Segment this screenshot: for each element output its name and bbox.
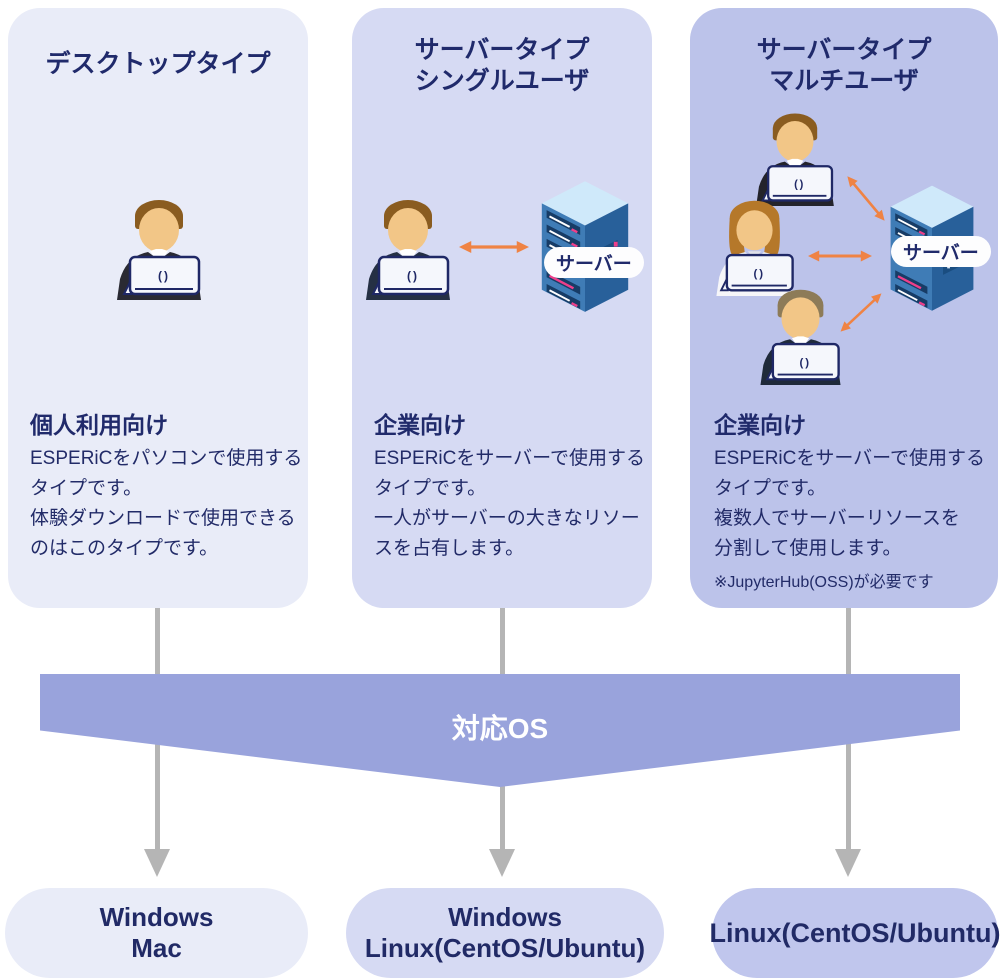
card-description: ESPERiCをパソコンで使用する タイプです。 体験ダウンロードで使用できる … (30, 448, 303, 559)
man-with-laptop-icon: () (748, 284, 853, 385)
card-heading: 個人利用向け (30, 412, 168, 438)
laptop-logo: () (754, 268, 765, 280)
card-description: ESPERiCをサーバーで使用する タイプです。 複数人でサーバーリソースを 分… (714, 448, 986, 559)
double-arrow-icon (459, 239, 529, 255)
supported-os-label: 対応OS (451, 713, 549, 744)
down-arrow-head (489, 849, 515, 877)
server-label: サーバー (891, 236, 991, 267)
os-name: Windows (99, 902, 214, 932)
supported-os-banner: 対応OS (40, 674, 960, 787)
os-name: Linux(CentOS/Ubuntu) (709, 917, 1000, 948)
laptop-logo: () (407, 269, 419, 283)
card-title: サーバータイプ シングルユーザ (352, 35, 652, 97)
card-desktop-type: デスクトップタイプ (8, 8, 308, 608)
server-label: サーバー (544, 247, 644, 278)
os-name: Linux(CentOS/Ubuntu) (364, 933, 646, 963)
card-heading: 企業向け (714, 412, 806, 438)
card-title-line1: サーバータイプ (414, 36, 590, 64)
woman-with-laptop-icon: () (702, 195, 807, 296)
card-title: サーバータイプ マルチユーザ (690, 35, 998, 97)
man-with-laptop-icon: () (353, 194, 463, 300)
card-title-line1: サーバータイプ (756, 36, 932, 64)
card-title: デスクトップタイプ (45, 50, 271, 78)
card-server-single-user: サーバータイプ シングルユーザ (352, 8, 652, 608)
double-arrow-icon (808, 248, 872, 264)
os-pill-server-multi: Linux(CentOS/Ubuntu) (709, 888, 1000, 978)
down-arrow-head (144, 849, 170, 877)
laptop-logo: () (794, 179, 805, 191)
man-with-laptop-icon: () (744, 108, 846, 206)
card-server-multi-user: サーバータイプ マルチユーザ (690, 8, 998, 608)
down-arrow-head (835, 849, 861, 877)
card-title-line2: シングルユーザ (414, 67, 590, 95)
os-pill-desktop: Windows Mac (5, 888, 308, 978)
laptop-logo: () (158, 269, 170, 283)
man-with-laptop-icon: () (104, 194, 214, 300)
laptop-logo: () (800, 357, 811, 369)
card-title-line2: マルチユーザ (769, 67, 919, 95)
card-description: ESPERiCをサーバーで使用する タイプです。 一人がサーバーの大きなリソー … (374, 448, 646, 559)
card-heading: 企業向け (374, 412, 466, 438)
card-footnote: ※JupyterHub(OSS)が必要です (714, 574, 934, 591)
os-pill-server-single: Windows Linux(CentOS/Ubuntu) (346, 888, 664, 978)
os-name: Windows (448, 902, 562, 932)
os-name: Mac (131, 933, 182, 963)
